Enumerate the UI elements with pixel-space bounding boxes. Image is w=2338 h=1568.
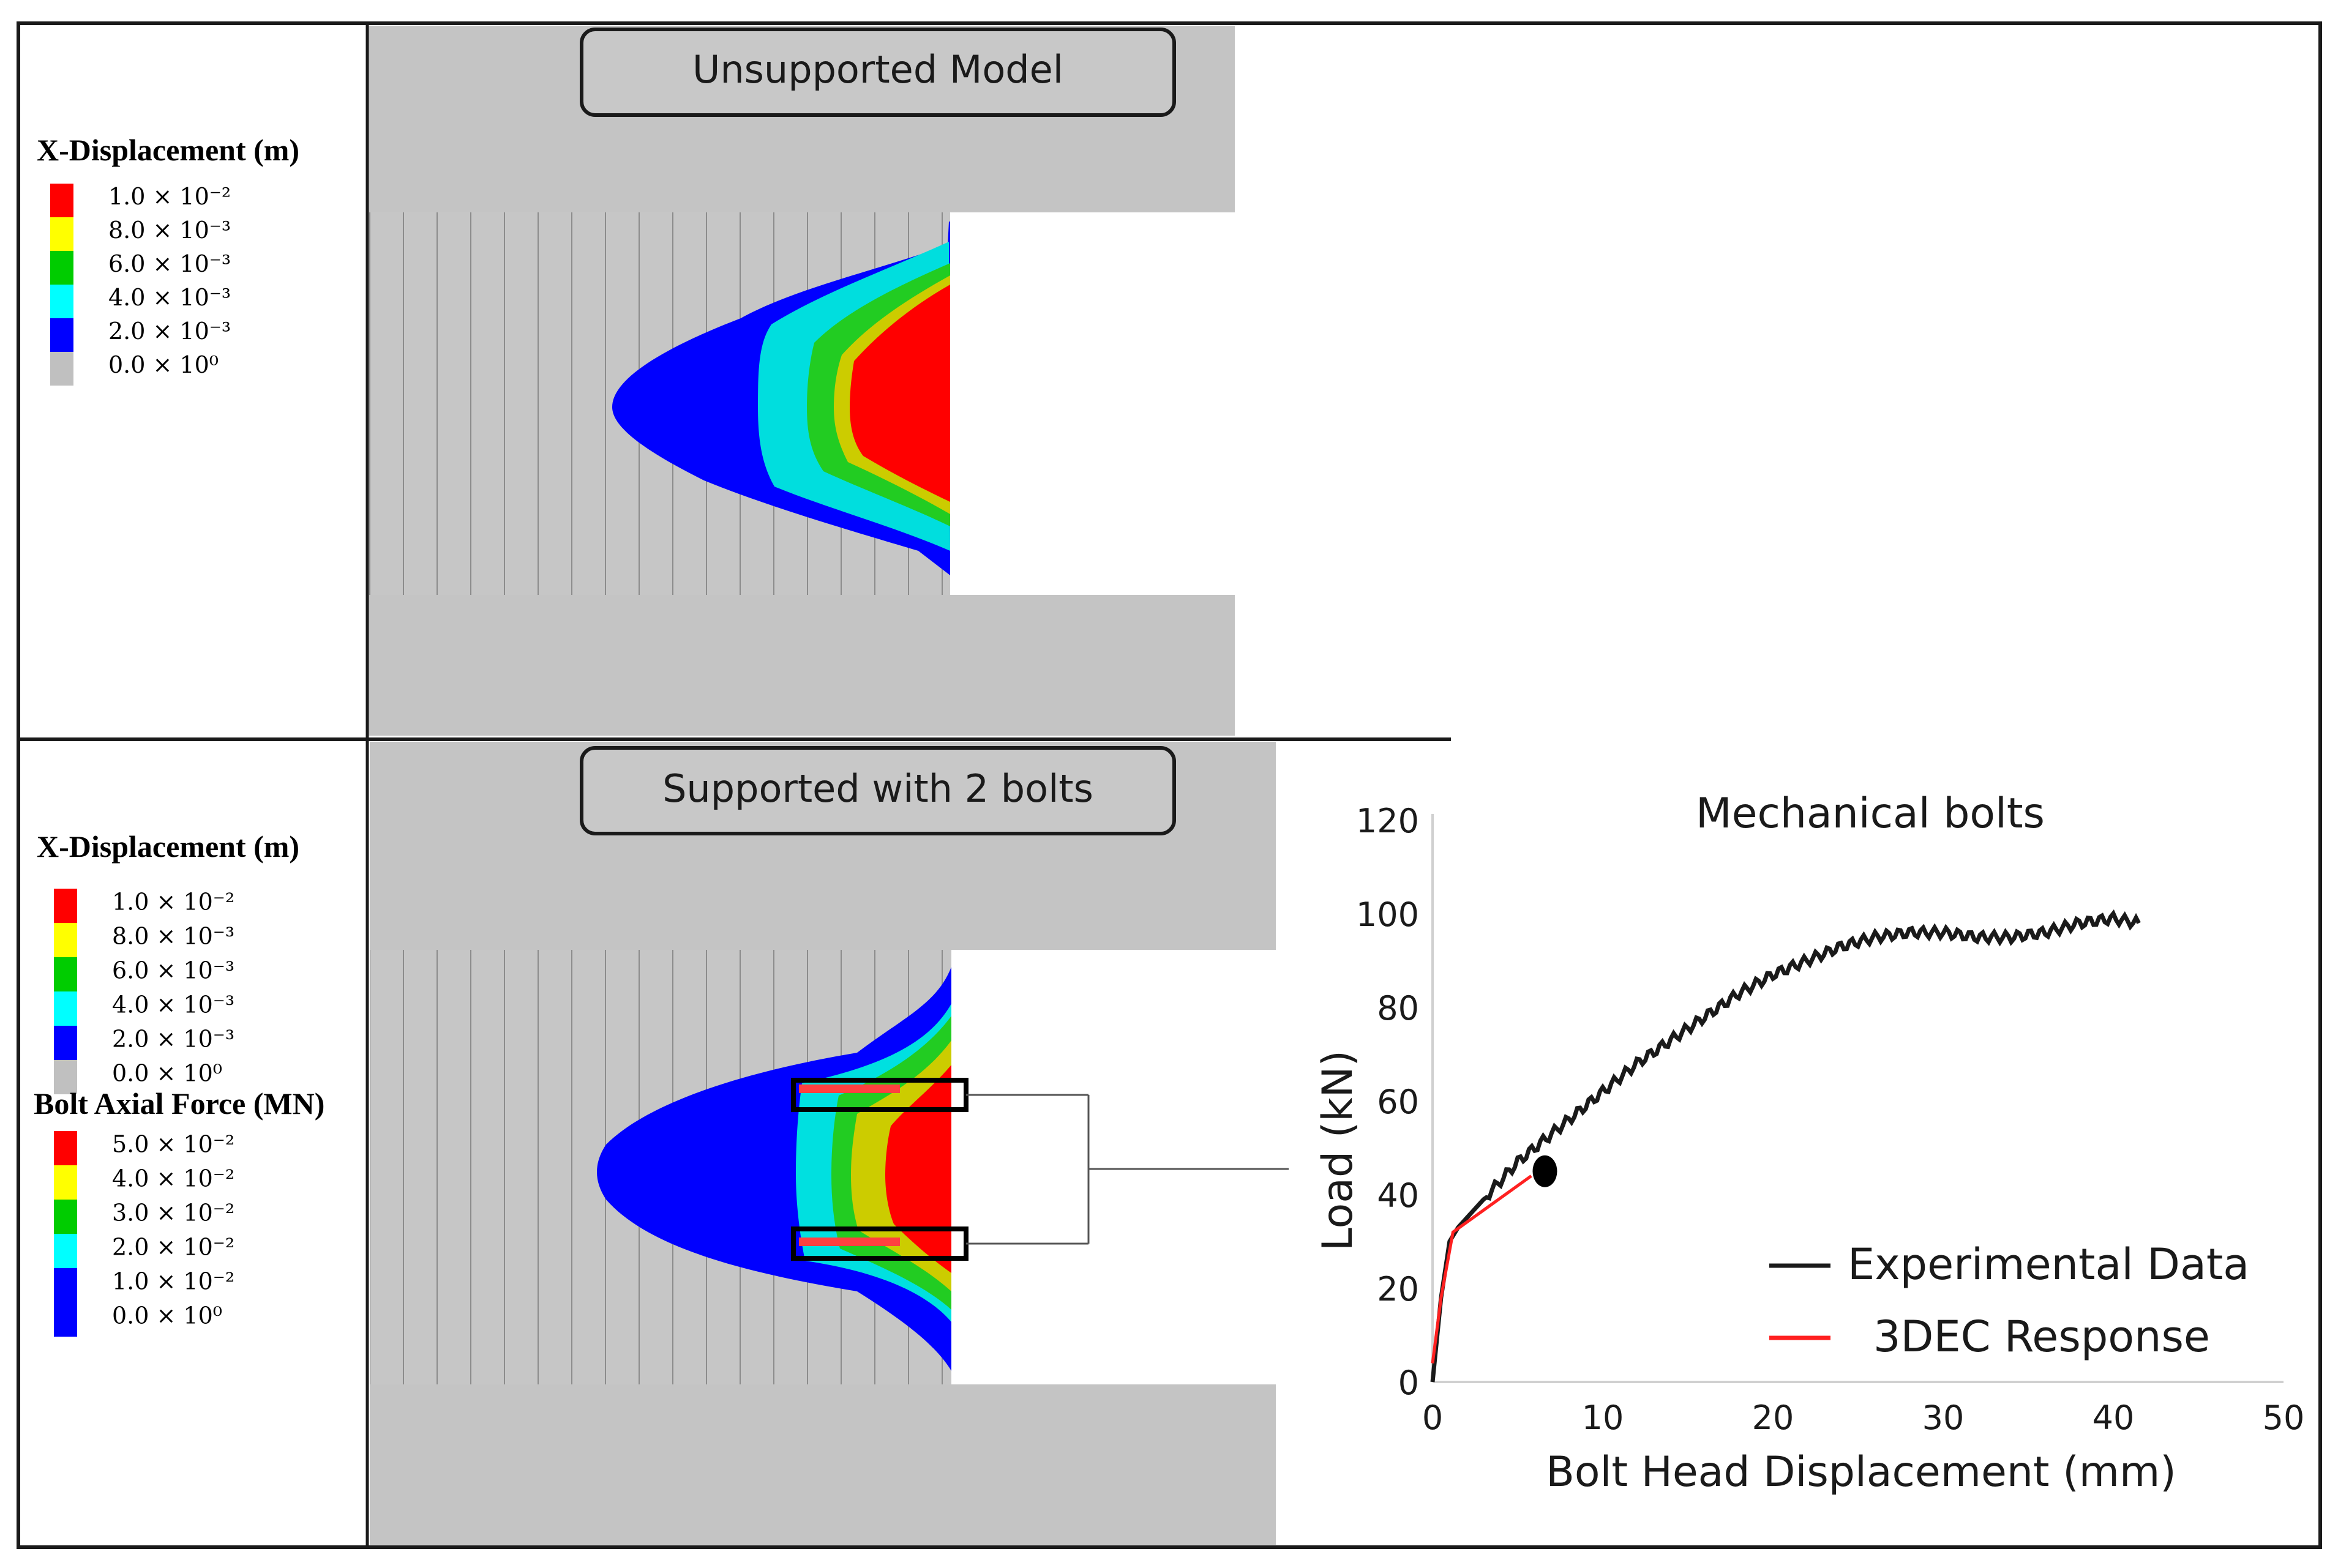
x-tick-label: 30 <box>1922 1398 1965 1437</box>
top-legend-title: X-Displacement (m) <box>37 133 299 167</box>
legend-label: 2.0 × 10⁻³ <box>108 318 231 345</box>
y-tick-label: 120 <box>1356 802 1419 840</box>
legend-label: 0.0 × 10⁰ <box>108 351 219 378</box>
legend-label: 1.0 × 10⁻² <box>112 1268 234 1295</box>
legend-label: 4.0 × 10⁻² <box>112 1165 234 1192</box>
legend-label: 8.0 × 10⁻³ <box>112 923 234 950</box>
x-tick-label: 40 <box>2093 1398 2135 1437</box>
x-tick-label: 50 <box>2263 1398 2305 1437</box>
legend-swatch <box>54 1302 77 1337</box>
bottom-contour-red <box>885 1065 951 1273</box>
series-line-3dec <box>1431 1174 1532 1364</box>
bottom-excavation <box>951 950 1294 1384</box>
legend-label: 2.0 × 10⁻² <box>112 1234 234 1261</box>
y-tick-label: 20 <box>1377 1270 1419 1309</box>
legend-swatch <box>50 217 73 251</box>
legend-swatch <box>50 318 73 352</box>
legend-swatch <box>54 1268 77 1302</box>
bottom-panel: Supported with 2 bolts X-Displacement (m… <box>34 742 1548 1545</box>
legend-swatch <box>54 1200 77 1234</box>
bracket-connector <box>966 1094 1289 1245</box>
legend-swatch <box>50 285 73 318</box>
top-contour-red <box>850 285 950 502</box>
legend-swatch <box>50 251 73 285</box>
chart-title: Mechanical bolts <box>1696 790 2045 838</box>
x-tick-label: 20 <box>1752 1398 1794 1437</box>
chart-series <box>1430 909 2141 1383</box>
y-tick-label: 80 <box>1377 989 1419 1028</box>
legend-label: 8.0 × 10⁻³ <box>108 217 231 244</box>
y-tick-label: 100 <box>1356 895 1419 934</box>
chart-x-ticks: 0 10 20 30 40 50 <box>1422 1398 2305 1437</box>
legend-label: 1.0 × 10⁻² <box>112 889 234 916</box>
bottom-legend-force-title: Bolt Axial Force (MN) <box>34 1086 324 1121</box>
series-line-experimental <box>1430 909 2141 1383</box>
y-tick-label: 0 <box>1398 1364 1419 1402</box>
legend-label: 6.0 × 10⁻³ <box>112 957 234 984</box>
y-tick-label: 60 <box>1377 1083 1419 1121</box>
legend-label: 3.0 × 10⁻² <box>112 1200 234 1226</box>
legend-label: 6.0 × 10⁻³ <box>108 250 231 277</box>
chart-y-label: Load (kN) <box>1314 1050 1362 1251</box>
marker-point <box>1532 1155 1557 1187</box>
legend-label: 4.0 × 10⁻³ <box>108 284 231 311</box>
chart-background <box>1298 759 2314 1545</box>
top-label-box <box>580 28 1176 117</box>
bottom-legend-disp-title: X-Displacement (m) <box>37 829 299 864</box>
top-label-text: Unsupported Model <box>692 47 1063 92</box>
legend-label: 0.0 × 10⁰ <box>112 1060 222 1087</box>
bottom-label-text: Supported with 2 bolts <box>662 766 1093 811</box>
x-tick-label: 0 <box>1422 1398 1443 1437</box>
legend-swatch <box>54 1026 77 1060</box>
legend-label: 4.0 × 10⁻³ <box>112 991 234 1018</box>
chart-y-ticks: 0 20 40 60 80 100 120 <box>1356 802 1419 1402</box>
chart-x-label: Bolt Head Displacement (mm) <box>1546 1448 2176 1496</box>
bolt-lower <box>799 1238 900 1246</box>
legend-swatch <box>54 957 77 991</box>
bottom-legend-disp: 1.0 × 10⁻² 8.0 × 10⁻³ 6.0 × 10⁻³ 4.0 × 10⁻³… <box>54 889 234 1094</box>
chart-markers <box>1532 1155 1557 1187</box>
legend-swatch <box>54 1131 77 1165</box>
top-panel: Unsupported Model X-Displacement (m) 1.0… <box>37 26 1235 736</box>
chart-legend: Experimental Data 3DEC Response <box>1769 1239 2249 1362</box>
legend-swatch <box>54 1234 77 1268</box>
legend-entry-label: 3DEC Response <box>1873 1312 2210 1362</box>
legend-swatch <box>50 184 73 217</box>
top-legend: 1.0 × 10⁻² 8.0 × 10⁻³ 6.0 × 10⁻³ 4.0 × 10⁻³… <box>50 183 231 386</box>
bottom-rock-lower <box>370 1384 1276 1545</box>
legend-entry-label: Experimental Data <box>1848 1239 2249 1290</box>
legend-swatch <box>54 923 77 957</box>
y-tick-label: 40 <box>1377 1176 1419 1215</box>
legend-swatch <box>50 352 73 386</box>
top-excavation <box>950 212 1235 595</box>
x-tick-label: 10 <box>1582 1398 1624 1437</box>
legend-label: 1.0 × 10⁻² <box>108 183 231 210</box>
legend-label: 0.0 × 10⁰ <box>112 1302 222 1329</box>
legend-swatch <box>54 1165 77 1200</box>
top-rock-lower <box>369 595 1235 736</box>
bottom-label-box <box>580 746 1176 835</box>
legend-label: 5.0 × 10⁻² <box>112 1131 234 1158</box>
legend-swatch <box>54 991 77 1026</box>
legend-swatch <box>54 1060 77 1094</box>
legend-swatch <box>54 889 77 923</box>
chart: Mechanical bolts 0 20 40 60 80 100 120 0 10 20 30… <box>1298 759 2314 1545</box>
bolt-upper <box>799 1085 900 1093</box>
legend-label: 2.0 × 10⁻³ <box>112 1026 234 1053</box>
bottom-legend-force: 5.0 × 10⁻² 4.0 × 10⁻² 3.0 × 10⁻² 2.0 × 10⁻²… <box>54 1131 234 1337</box>
